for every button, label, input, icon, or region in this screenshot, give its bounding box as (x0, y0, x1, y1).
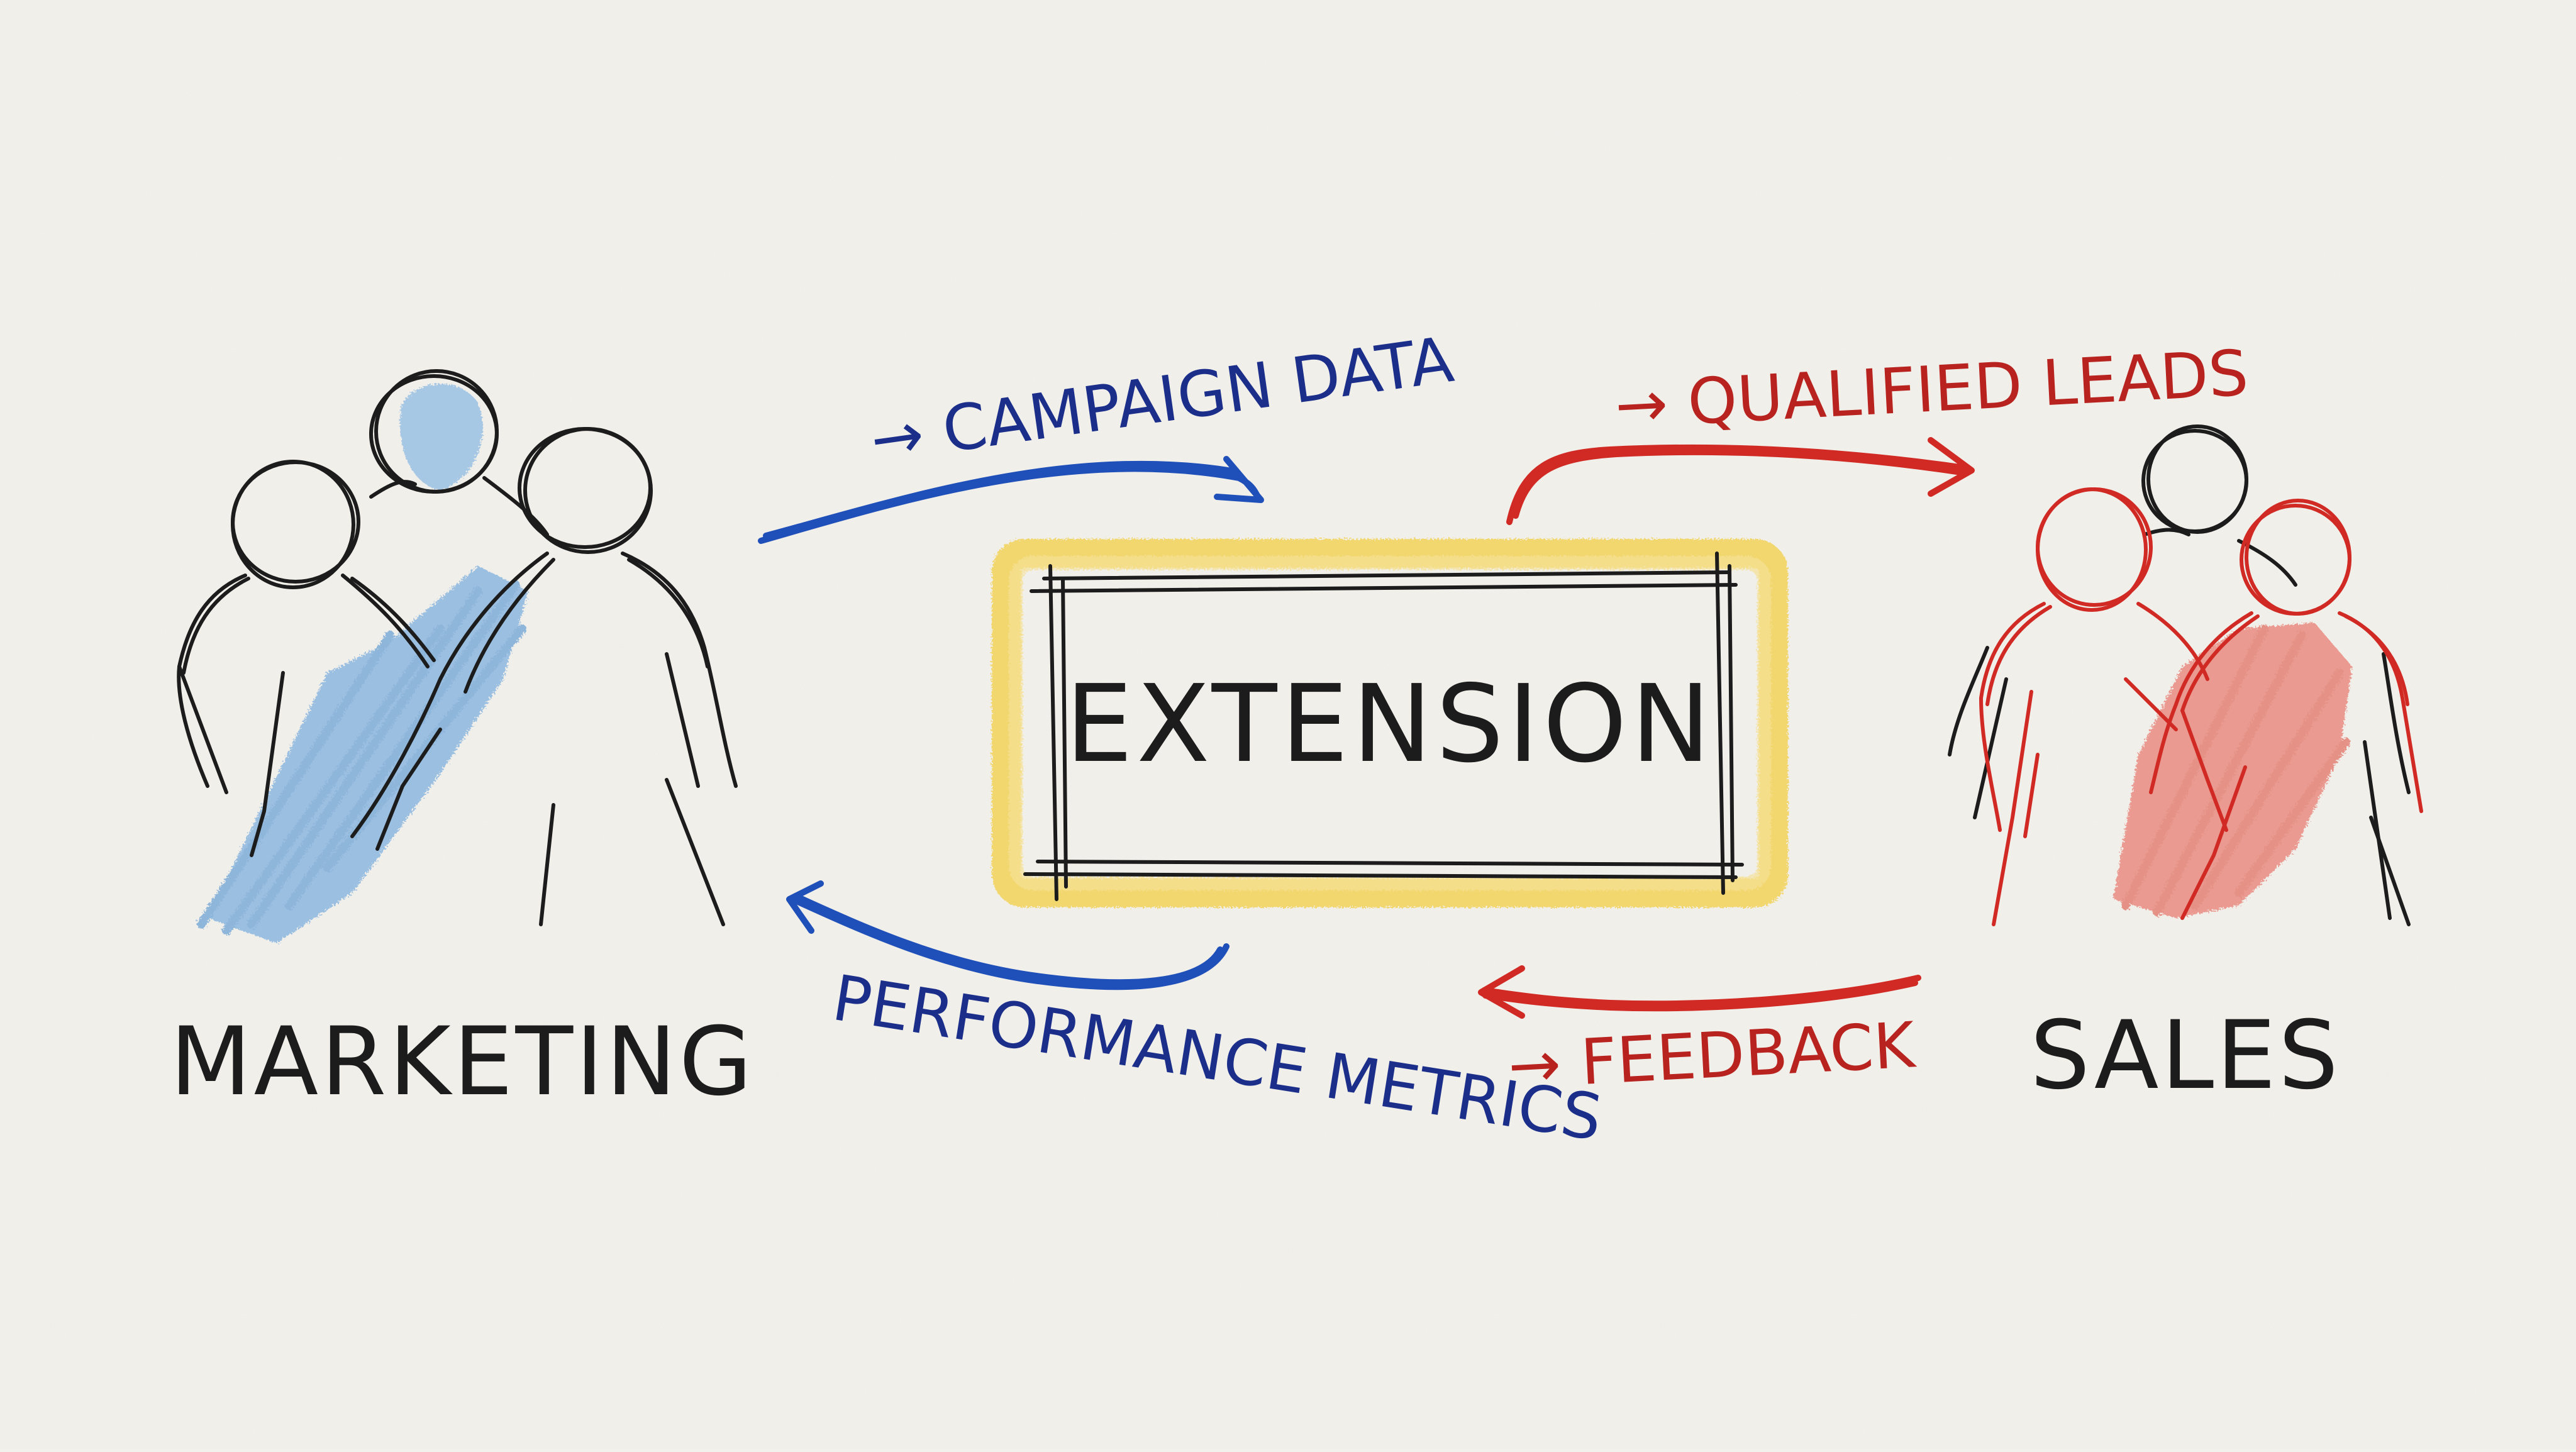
marketing-label: MARKETING (170, 1007, 755, 1117)
extension-label: EXTENSION (1065, 662, 1714, 787)
sales-label: SALES (2030, 1001, 2341, 1111)
extension-box (992, 539, 1788, 907)
sales-group-icon (1948, 424, 2423, 926)
qualified-leads-arrow (1506, 437, 1975, 525)
performance-metrics-arrow (786, 880, 1230, 990)
feedback-arrow (1478, 965, 1921, 1019)
campaign-data-arrow (758, 456, 1264, 544)
sales-shading (2113, 623, 2352, 918)
marketing-group-icon (177, 369, 738, 943)
